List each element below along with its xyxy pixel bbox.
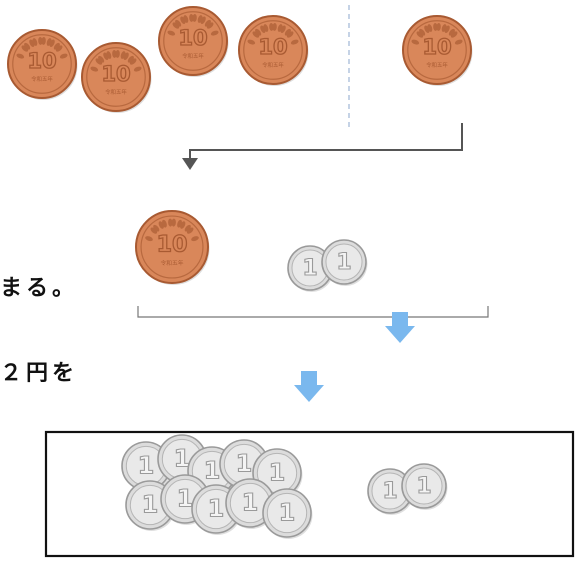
ten-yen-coin: 10 令和五年 xyxy=(158,6,229,77)
result-box xyxy=(44,430,575,558)
one-yen-coin: 1 xyxy=(367,468,414,515)
ten-yen-era-text: 令和五年 xyxy=(161,259,184,267)
one-yen-coin: 1 xyxy=(252,448,303,499)
one-yen-value-text: 1 xyxy=(242,489,259,517)
one-yen-coin: 1 xyxy=(262,488,313,539)
ten-yen-value-text: 10 xyxy=(27,48,56,73)
one-yen-value-text: 1 xyxy=(336,250,351,275)
ten-yen-era-text: 令和五年 xyxy=(182,52,204,60)
ten-yen-coin: 10 令和五年 xyxy=(402,15,473,86)
one-yen-value-text: 1 xyxy=(279,499,296,527)
one-yen-coin: 1 xyxy=(321,239,368,286)
one-yen-value-text: 1 xyxy=(302,256,317,281)
caption-line-2: ２円を xyxy=(0,361,79,386)
one-yen-value-text: 1 xyxy=(204,457,221,485)
blue-down-arrow xyxy=(385,312,415,343)
ten-yen-era-text: 令和五年 xyxy=(262,61,284,69)
one-yen-value-text: 1 xyxy=(138,452,155,480)
ten-yen-era-text: 令和五年 xyxy=(105,88,127,96)
connector-arrowhead xyxy=(182,158,198,170)
ten-yen-value-text: 10 xyxy=(422,34,451,59)
one-yen-value-text: 1 xyxy=(142,491,159,519)
one-yen-coin: 1 xyxy=(401,463,448,510)
ten-yen-coin: 10 令和五年 xyxy=(238,15,309,86)
ten-yen-value-text: 10 xyxy=(156,231,187,257)
ten-yen-value-text: 10 xyxy=(178,25,207,50)
caption-line-1: まる。 xyxy=(0,276,79,301)
ten-yen-value-text: 10 xyxy=(101,61,130,86)
ten-yen-era-text: 令和五年 xyxy=(31,75,53,83)
one-yen-value-text: 1 xyxy=(269,459,286,487)
one-yen-value-text: 1 xyxy=(174,445,191,473)
one-yen-value-text: 1 xyxy=(382,479,397,504)
connector-line xyxy=(189,123,463,160)
exchange-bracket xyxy=(137,306,489,318)
ten-yen-era-text: 令和五年 xyxy=(426,61,448,69)
one-yen-value-text: 1 xyxy=(236,450,253,478)
ten-yen-coin: 10 令和五年 xyxy=(135,210,210,285)
blue-down-arrow xyxy=(294,371,324,402)
one-yen-value-text: 1 xyxy=(177,485,194,513)
one-yen-value-text: 1 xyxy=(208,495,225,523)
ten-yen-value-text: 10 xyxy=(258,34,287,59)
one-yen-value-text: 1 xyxy=(416,474,431,499)
ten-yen-coin: 10 令和五年 xyxy=(7,29,78,100)
ten-yen-coin: 10 令和五年 xyxy=(81,42,152,113)
